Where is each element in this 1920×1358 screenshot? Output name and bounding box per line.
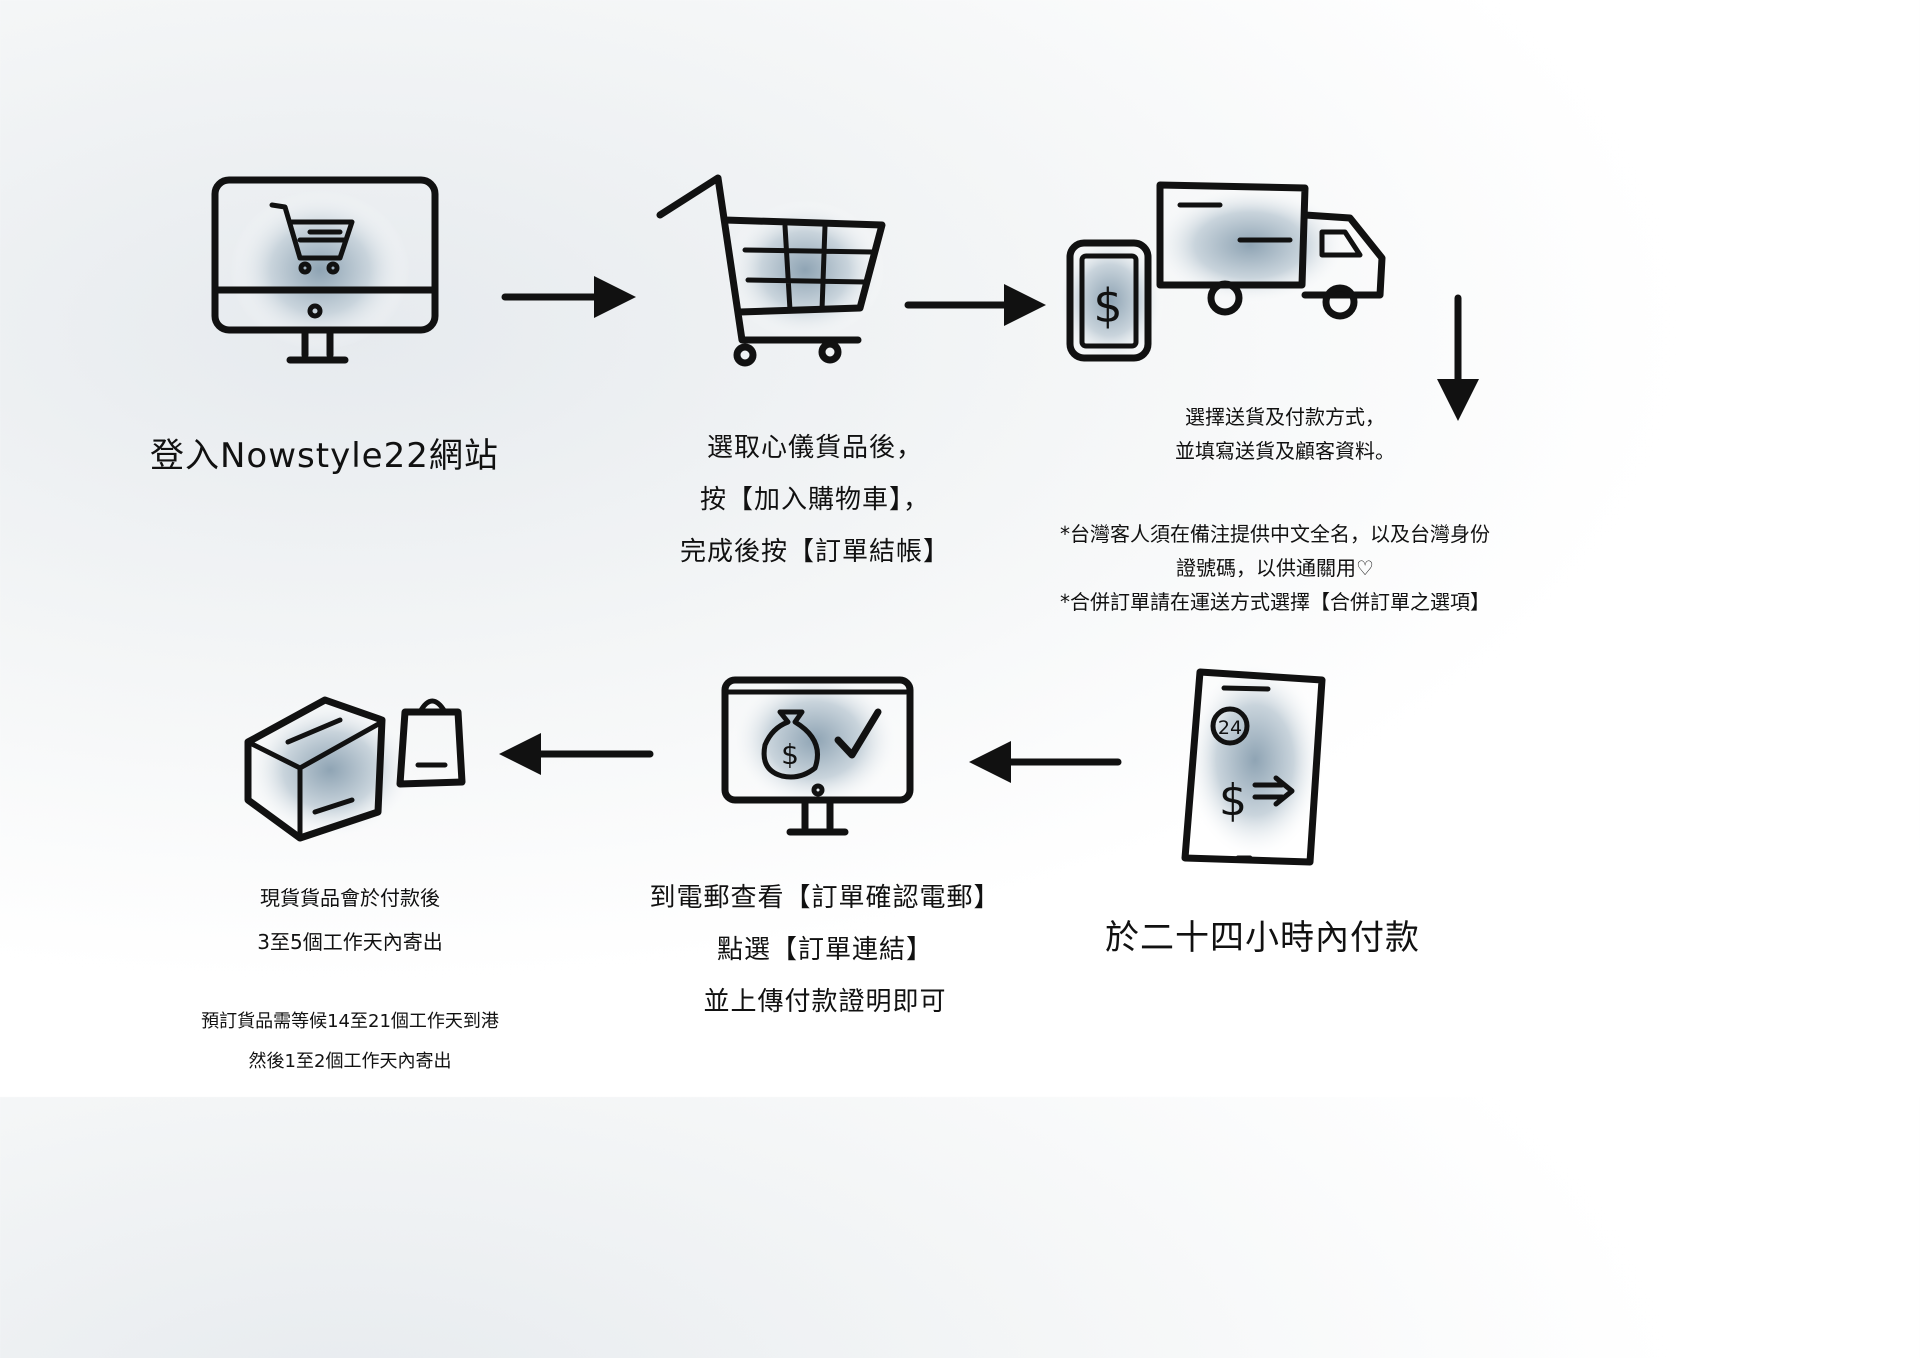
phone-and-truck-icon: $ <box>1055 181 1386 365</box>
step-ship-note-1: 預訂貨品需等候14至21個工作天到港 <box>201 1011 499 1032</box>
step-shipping-note-2: 證號碼，以供通關用♡ <box>1176 556 1374 580</box>
step-ship-notes: 預訂貨品需等候14至21個工作天到港 然後1至2個工作天內寄出 <box>120 1002 580 1082</box>
computer-money-check-icon: $ <box>721 670 914 836</box>
step-pay-line-1: 於二十四小時內付款 <box>1105 918 1420 958</box>
flow-diagram: $ 24 $ $ <box>211 174 1479 866</box>
step-login-text: 登入Nowstyle22網站 <box>150 428 499 477</box>
step-login-line-1: 登入Nowstyle22網站 <box>150 436 499 476</box>
step-confirm-line-1: 到電郵查看【訂單確認電郵】 <box>649 883 1001 913</box>
step-cart-text: 選取心儀貨品後， 按【加入購物車】， 完成後按【訂單結帳】 <box>660 422 970 578</box>
box-and-bag-icon <box>244 696 466 842</box>
step-shipping-note-3: *合併訂單請在運送方式選擇【合併訂單之選項】 <box>1060 590 1490 614</box>
step-confirm-text: 到電郵查看【訂單確認電郵】 點選【訂單連結】 並上傳付款證明即可 <box>625 872 1025 1028</box>
badge-24: 24 <box>1218 717 1242 739</box>
step-ship-note-2: 然後1至2個工作天內寄出 <box>248 1051 452 1072</box>
computer-cart-icon <box>211 176 439 364</box>
dollar-icon: $ <box>781 738 799 771</box>
step-ship-line-2: 3至5個工作天內寄出 <box>257 930 443 954</box>
step-shipping-text: 選擇送貨及付款方式， 並填寫送貨及顧客資料。 <box>1130 400 1440 468</box>
step-shipping-line-1: 選擇送貨及付款方式， <box>1185 405 1385 429</box>
phone-24h-payment-icon: 24 $ <box>1181 660 1326 866</box>
dollar-icon: $ <box>1093 279 1122 333</box>
shopping-cart-icon <box>656 174 886 367</box>
step-cart-line-2: 按【加入購物車】， <box>699 485 930 515</box>
step-ship-text: 現貨貨品會於付款後 3至5個工作天內寄出 <box>200 876 500 964</box>
step-ship-line-1: 現貨貨品會於付款後 <box>260 886 440 910</box>
step-shipping-notes: *台灣客人須在備注提供中文全名，以及台灣身份 證號碼，以供通關用♡ *合併訂單請… <box>1015 517 1535 619</box>
dollar-icon: $ <box>1219 775 1247 826</box>
step-shipping-line-2: 並填寫送貨及顧客資料。 <box>1175 439 1395 463</box>
step-confirm-line-2: 點選【訂單連結】 <box>716 935 933 965</box>
step-cart-line-3: 完成後按【訂單結帳】 <box>679 537 950 567</box>
step-cart-line-1: 選取心儀貨品後， <box>706 433 923 463</box>
step-shipping-note-1: *台灣客人須在備注提供中文全名，以及台灣身份 <box>1060 522 1490 546</box>
step-confirm-line-3: 並上傳付款證明即可 <box>703 987 947 1017</box>
step-pay-text: 於二十四小時內付款 <box>1105 910 1420 959</box>
